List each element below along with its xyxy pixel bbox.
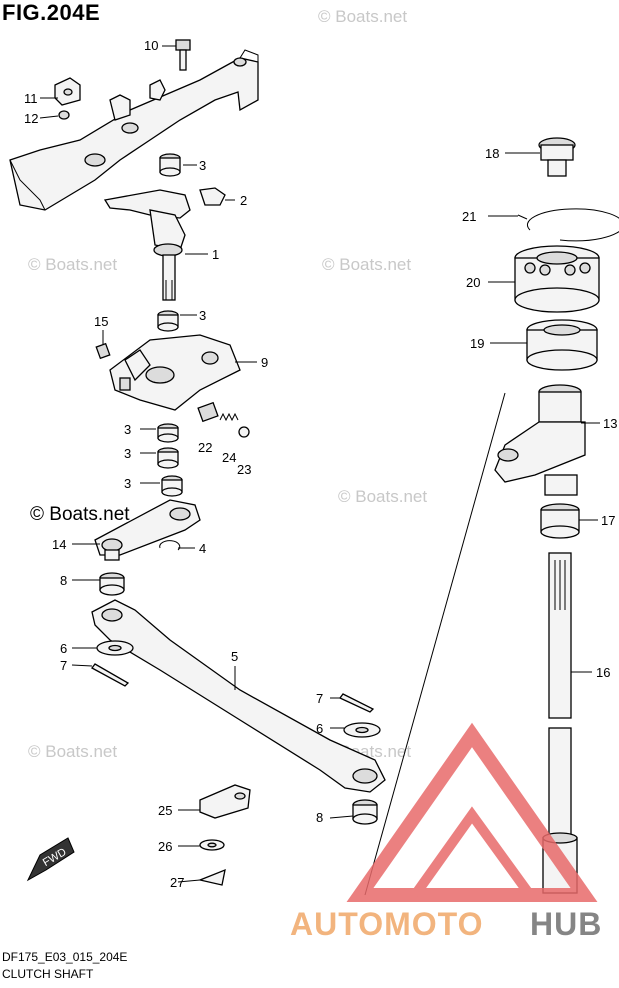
circlip-part-4 <box>159 540 181 551</box>
callout-label: 3 <box>124 422 131 437</box>
washer-part-26 <box>199 839 225 851</box>
bushing-part-3a <box>159 153 181 177</box>
callout-label: 26 <box>158 839 172 854</box>
plug-part-18 <box>538 137 576 177</box>
callout-label: 3 <box>124 476 131 491</box>
snap-ring-part-21 <box>517 208 619 242</box>
callout-label: 17 <box>601 513 615 528</box>
cotter-pin-part-7a <box>91 663 130 687</box>
bushing-part-3c <box>157 423 179 443</box>
spring-part-24 <box>219 412 239 422</box>
fwd-label: FWD <box>41 846 69 869</box>
callout-label: 25 <box>158 803 172 818</box>
callout-label: 3 <box>199 158 206 173</box>
screw-part-15 <box>95 342 111 360</box>
clutch-lever-part-1 <box>103 189 191 301</box>
callout-label: 27 <box>170 875 184 890</box>
callout-label: 2 <box>240 193 247 208</box>
watermark: © Boats.net <box>322 255 411 274</box>
callout-label: 12 <box>24 111 38 126</box>
holder-part-9 <box>109 334 241 411</box>
shift-rod-part-5 <box>91 599 386 793</box>
watermark: © Boats.net <box>338 487 427 506</box>
bearing-part-20 <box>514 245 600 313</box>
callout-label: 8 <box>316 810 323 825</box>
callout-label: 6 <box>316 721 323 736</box>
callout-label: 3 <box>124 446 131 461</box>
washer-part-6b <box>343 722 381 738</box>
callout-label: 23 <box>237 462 251 477</box>
bushing-part-8a <box>99 572 125 596</box>
lever-part-14 <box>94 499 201 561</box>
callout-label: 22 <box>198 440 212 455</box>
clip-part-2 <box>199 187 226 206</box>
callout-label: 7 <box>316 691 323 706</box>
bolt-part-10 <box>175 39 191 71</box>
callout-label: 1 <box>212 247 219 262</box>
callout-label: 14 <box>52 537 66 552</box>
callout-label: 5 <box>231 649 238 664</box>
logo-text-hub: HUB <box>530 906 602 942</box>
watermark-layer: © Boats.net © Boats.net © Boats.net © Bo… <box>28 7 427 761</box>
bushing-part-3e <box>161 475 183 497</box>
callout-label: 8 <box>60 573 67 588</box>
callout-label: 10 <box>144 38 158 53</box>
callout-labels: 10 11 12 3 2 1 3 15 9 3 3 22 24 23 3 14 … <box>24 38 617 890</box>
callout-label: 19 <box>470 336 484 351</box>
leader-lines <box>39 45 600 883</box>
washer-part-6a <box>96 640 134 656</box>
arm-part-25 <box>199 784 251 819</box>
assembly-reference-line <box>364 392 506 896</box>
automotohub-logo: AUTOMOTO HUB <box>290 722 602 942</box>
callout-label: 18 <box>485 146 499 161</box>
cotter-pin-part-7b <box>338 693 375 713</box>
watermark-dark: © Boats.net <box>30 504 130 525</box>
callout-label: 7 <box>60 658 67 673</box>
cam-part-13 <box>494 384 586 496</box>
plunger-part-22 <box>197 401 219 423</box>
bushing-part-3d <box>157 447 179 469</box>
figure-code: DF175_E03_015_204E <box>2 950 128 964</box>
bushing-part-3b <box>157 310 179 332</box>
callout-label: 11 <box>24 91 38 106</box>
bushing-part-8b <box>352 799 378 825</box>
figure-name: CLUTCH SHAFT <box>2 967 94 981</box>
ball-part-23 <box>238 426 250 438</box>
shift-bracket-holder <box>9 49 259 211</box>
callout-label: 16 <box>596 665 610 680</box>
seal-part-19 <box>526 319 598 371</box>
figure-title: FIG.204E <box>2 0 101 25</box>
watermark: © Boats.net <box>28 255 117 274</box>
callout-label: 15 <box>94 314 108 329</box>
pin-part-27 <box>197 868 226 886</box>
watermark: © Boats.net <box>28 742 117 761</box>
callout-label: 4 <box>199 541 206 556</box>
plate-part-11 <box>54 77 81 106</box>
callout-label: 6 <box>60 641 67 656</box>
forward-direction-arrow: FWD <box>26 837 75 882</box>
callout-label: 20 <box>466 275 480 290</box>
watermark: © Boats.net <box>318 7 407 26</box>
callout-label: 9 <box>261 355 268 370</box>
logo-text-automoto: AUTOMOTO <box>290 906 483 942</box>
bushing-part-17 <box>540 503 580 539</box>
callout-label: 24 <box>222 450 236 465</box>
callout-label: 3 <box>199 308 206 323</box>
callout-label: 21 <box>462 209 476 224</box>
screw-part-12 <box>58 110 70 120</box>
callout-label: 13 <box>603 416 617 431</box>
